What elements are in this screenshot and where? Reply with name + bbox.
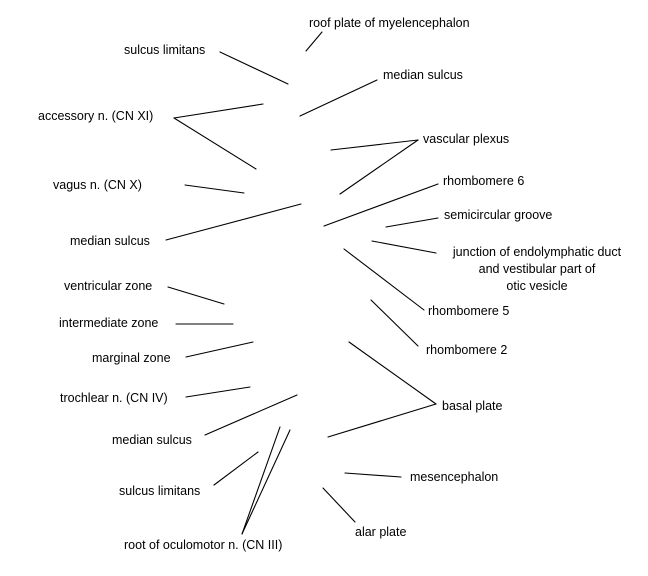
label-ventricular-zone: ventricular zone [64,279,152,293]
label-accessory-nerve: accessory n. (CN XI) [38,109,153,123]
label-rhombomere-6: rhombomere 6 [443,174,524,188]
leader-line-rhombomere-2 [370,299,419,347]
label-median-sulcus-middle-left: median sulcus [70,234,150,248]
label-junction-endolymphatic-duct-line-1: junction of endolymphatic duct [452,245,622,259]
label-alar-plate: alar plate [355,525,406,539]
leader-line-accessory-nerve-2 [173,117,257,170]
label-marginal-zone: marginal zone [92,351,171,365]
label-texts: roof plate of myelencephalon sulcus limit… [38,16,622,552]
leader-line-junction-endolymphatic-duct [371,240,437,254]
label-rhombomere-2: rhombomere 2 [426,343,507,357]
label-roof-plate-of-myelencephalon: roof plate of myelencephalon [309,16,470,30]
leader-line-semicircular-groove [385,217,439,228]
leader-line-basal-plate-2 [327,403,437,438]
leader-line-vascular-plexus-2 [339,139,419,195]
leader-line-roof-plate-of-myelencephalon [305,31,323,52]
leader-line-vagus-nerve [184,184,245,194]
leader-line-median-sulcus-upper-right [299,79,378,117]
label-semicircular-groove: semicircular groove [444,208,552,222]
label-basal-plate: basal plate [442,399,503,413]
leader-line-trochlear-nerve [185,386,251,398]
label-rhombomere-5: rhombomere 5 [428,304,509,318]
leader-line-mesencephalon [344,472,402,478]
label-mesencephalon: mesencephalon [410,470,498,484]
label-junction-endolymphatic-duct-line-2: and vestibular part of [479,262,596,276]
leader-line-accessory-nerve-1 [173,103,264,119]
label-root-of-oculomotor-nerve: root of oculomotor n. (CN III) [124,538,282,552]
label-trochlear-nerve: trochlear n. (CN IV) [60,391,168,405]
leader-lines [165,31,439,535]
leader-line-sulcus-limitans-lower [213,451,259,486]
leader-line-root-of-oculomotor-nerve-2 [241,429,291,535]
leader-line-median-sulcus-middle-left [165,203,302,241]
label-median-sulcus-lower-left: median sulcus [112,433,192,447]
leader-line-root-of-oculomotor-nerve-1 [241,426,281,535]
label-intermediate-zone: intermediate zone [59,316,158,330]
leader-line-sulcus-limitans-upper [219,51,289,85]
leader-line-rhombomere-5 [343,248,425,311]
leader-line-median-sulcus-lower-left [204,394,298,436]
label-vascular-plexus: vascular plexus [423,132,509,146]
leader-line-rhombomere-6 [323,183,439,227]
leader-line-basal-plate-1 [348,341,437,405]
label-median-sulcus-upper-right: median sulcus [383,68,463,82]
label-junction-endolymphatic-duct-line-3: otic vesicle [506,279,567,293]
leader-line-marginal-zone [185,341,254,358]
label-sulcus-limitans-upper: sulcus limitans [124,43,205,57]
leader-line-alar-plate [322,487,356,523]
leader-line-vascular-plexus-1 [330,139,419,151]
label-vagus-nerve: vagus n. (CN X) [53,178,142,192]
label-sulcus-limitans-lower: sulcus limitans [119,484,200,498]
leader-line-ventricular-zone [167,286,225,305]
